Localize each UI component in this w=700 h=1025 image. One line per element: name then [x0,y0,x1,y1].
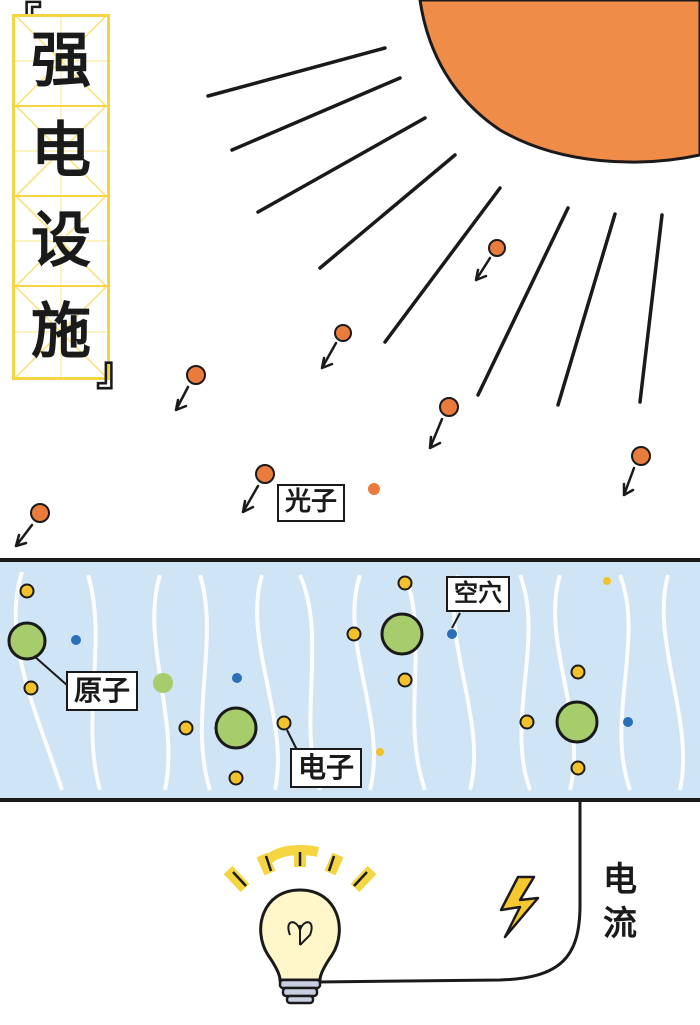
title-char: 设 [31,211,91,271]
title-bracket-close: 』 [96,352,136,392]
electron-icon [21,585,34,598]
current-label: 电流 [598,858,642,946]
sun-ray [208,48,385,96]
photon-icon [322,325,351,368]
hole-icon [623,717,633,727]
electron-icon [399,674,412,687]
hole-icon [71,635,81,645]
title-cell: 强 [15,17,107,107]
title-cell: 电 [15,107,107,197]
title-char: 强 [31,31,91,91]
hole-icon [232,673,242,683]
hole-icon [447,629,457,639]
photon-icon [16,504,49,546]
electron-icon [230,772,243,785]
light-bulb-icon [228,850,372,1003]
sun-ray [640,215,662,402]
photon-icon [624,447,650,495]
title-cell: 施 [15,287,107,377]
photon-icon [476,240,505,280]
atom-icon [9,623,45,659]
photon-icon [243,465,274,512]
electron-icon [572,762,585,775]
sun-icon [420,0,700,162]
title-char: 电 [31,121,91,181]
sun-ray [478,208,568,395]
title-grid: 强 电 设 施 [12,14,110,380]
electron-label: 电子 [290,748,362,788]
electron-icon [180,722,193,735]
atom-icon [153,673,173,693]
sun-ray [320,155,455,268]
circuit-wire [318,800,580,982]
electron-icon [399,577,412,590]
atom-label: 原子 [66,671,138,711]
electron-icon [278,717,291,730]
photon-label: 光子 [277,484,345,522]
electron-icon [376,748,384,756]
electron-icon [572,666,585,679]
atom-icon [382,614,422,654]
electron-icon [25,682,38,695]
atom-icon [216,708,256,748]
hole-label: 空穴 [446,576,510,612]
title-cell: 设 [15,197,107,287]
photon-icon [430,398,458,448]
photon-icon [368,483,380,495]
sun-ray [258,118,425,212]
lightning-bolt-icon [501,877,538,937]
sun-ray [232,78,400,150]
sun-ray [385,188,500,342]
title-char: 施 [31,302,91,362]
atom-icon [557,702,597,742]
electron-icon [348,628,361,641]
photon-icon [176,366,205,410]
electron-icon [521,716,534,729]
sun-ray [558,214,615,405]
electron-icon [603,577,611,585]
